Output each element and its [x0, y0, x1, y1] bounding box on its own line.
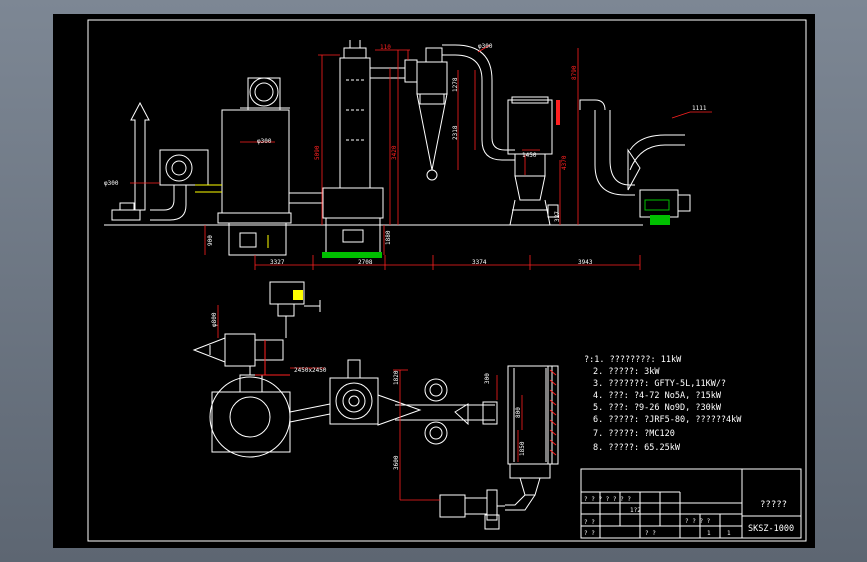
- spec-list: ?:1. ????????: 11kW 2. ?????: 3kW 3. ???…: [584, 355, 742, 453]
- dim-d14: 1450: [522, 152, 537, 159]
- dim-d2: φ300: [478, 43, 493, 50]
- dim-p3: 1820: [393, 370, 400, 385]
- plan-cyclone-2: [424, 421, 448, 445]
- drawing-number: SKSZ-1000: [748, 524, 794, 534]
- dim-p4: 300: [484, 373, 491, 384]
- spec-line: 4. ???: ?4-72 No5A, ?15kW: [593, 391, 722, 401]
- plan-dimension-labels: φ800 2450x2450 1820 300 3600 1850 800: [211, 312, 526, 470]
- dim-p6: 1850: [519, 441, 526, 456]
- dim-d12: 900: [207, 235, 214, 246]
- title-cell-3: ? ?: [645, 530, 656, 537]
- dim-d16: 2318: [452, 125, 459, 140]
- dim-p5: 3600: [393, 455, 400, 470]
- plan-dimensions: [217, 305, 523, 501]
- title-cell-2: ? ? ? ?: [685, 518, 711, 525]
- dim-d3: 5090: [314, 145, 321, 160]
- dim-d8: 3327: [270, 259, 285, 266]
- connecting-duct: [442, 54, 515, 161]
- dim-d11: 3943: [578, 259, 593, 266]
- dim-d6: 4370: [561, 155, 568, 170]
- plan-view: [192, 281, 559, 530]
- dim-p2: 2450x2450: [294, 367, 327, 374]
- title-cell-1: 1?2: [630, 507, 641, 514]
- elevation-dimensions: [130, 44, 712, 270]
- spec-line: 6. ?????: ?JRF5-80, ??????4kW: [593, 415, 742, 425]
- drawing-sheet: [53, 14, 815, 548]
- dim-d7: φ300: [257, 138, 272, 145]
- dim-d4: 3420: [391, 145, 398, 160]
- title-row-a: ? ? ? ? ? ? ?: [584, 496, 631, 503]
- spec-line: 2. ?????: 3kW: [593, 367, 660, 377]
- plan-cyclone-1: [424, 378, 448, 402]
- dim-d17: 327: [554, 211, 561, 222]
- dim-d9: 2708: [358, 259, 373, 266]
- title-cell-4: 1: [707, 530, 711, 537]
- dim-d15: 1278: [452, 77, 459, 92]
- dim-d10: 3374: [472, 259, 487, 266]
- inner-border: [87, 19, 807, 542]
- dim-d1: 110: [380, 44, 391, 51]
- elevation-view: [104, 40, 691, 258]
- spec-line: 5. ???: ?9-26 No9D, ?30kW: [593, 403, 722, 413]
- dim-d5: 8790: [571, 65, 578, 80]
- title-block: [580, 468, 802, 539]
- spec-line: 8. ?????: 65.25kW: [593, 443, 681, 453]
- spec-line: 7. ?????: ?MC120: [593, 429, 675, 439]
- title-row-b: ? ?: [584, 519, 595, 526]
- dim-d18: 1111: [692, 105, 707, 112]
- title-row-c: ? ?: [584, 530, 595, 537]
- spec-line: ?:1. ????????: 11kW: [584, 355, 682, 365]
- drawing-title: ?????: [760, 500, 787, 510]
- furnace-burner: [249, 77, 279, 107]
- blower-fan: [165, 154, 193, 182]
- dim-d13: 1880: [385, 230, 392, 245]
- dim-d19: φ300: [104, 180, 119, 187]
- title-cell-5: 1: [727, 530, 731, 537]
- elevation-dimension-labels: 110 φ300 5090 3420 8790 4370 φ300 3327 2…: [104, 43, 707, 266]
- spec-line: 3. ???????: GFTY-5L,11KW/?: [593, 379, 726, 389]
- exhaust-duct: [594, 110, 635, 196]
- dim-p7: 800: [515, 407, 522, 418]
- title-block-text: ? ? ? ? ? ? ? 1?2 ? ? ? ? ? ? ? ? ? ? 1 …: [584, 496, 731, 537]
- dim-p1: φ800: [211, 312, 218, 327]
- base-plate: [322, 252, 382, 258]
